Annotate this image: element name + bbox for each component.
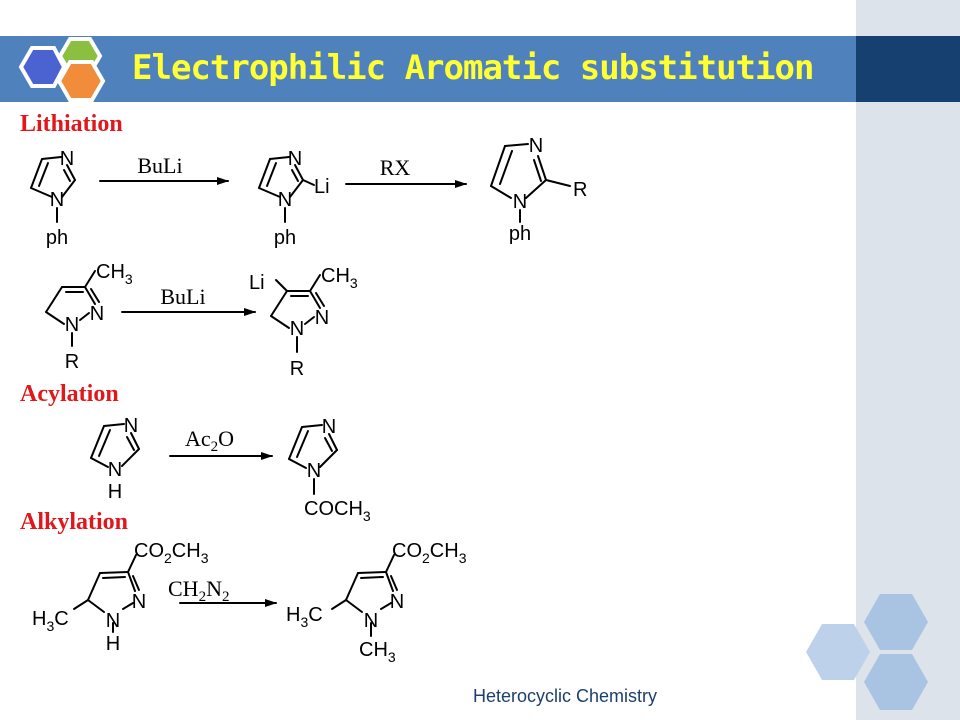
substituent-label: CH3 <box>96 261 133 287</box>
molecule-3-methyl-1-r-pyrazole <box>45 270 100 347</box>
reagent-label: BuLi <box>137 153 182 178</box>
atom-label: N <box>124 415 138 437</box>
atom-label: H <box>106 633 120 655</box>
atom-label: N <box>290 318 304 340</box>
reagent-label: CH2N2 <box>168 576 229 605</box>
molecule-imidazole <box>90 423 140 468</box>
molecule-methyl-5-methylpyrazole-3-carboxylate <box>73 554 140 633</box>
atom-label: N <box>315 307 329 329</box>
atom-label: N <box>65 314 79 336</box>
substituent-label: CH3 <box>359 639 396 665</box>
molecule-n-acetylimidazole <box>288 424 338 495</box>
reagent-label: RX <box>380 155 411 180</box>
header-bar <box>0 36 856 102</box>
atom-label: N <box>108 459 122 481</box>
atom-label: N <box>307 460 321 482</box>
substituent-label: CO2CH3 <box>392 540 467 566</box>
reagent-label: BuLi <box>160 284 205 309</box>
substituent-label: CH3 <box>321 265 358 291</box>
atom-label: N <box>90 303 104 325</box>
hexagon-logo-icon <box>18 37 106 102</box>
molecule-2-alkyl-1-phenylimidazole <box>490 143 571 223</box>
molecule-4-lithio-3-methyl-pyrazole <box>270 274 325 353</box>
atom-label: N <box>288 148 302 170</box>
molecule-n-phenylimidazole <box>30 156 76 223</box>
atom-label: N <box>50 189 64 211</box>
reaction-schemes: N N ph BuLi N N Li ph RX N N R ph CH3 N … <box>30 135 587 665</box>
section-heading-lithiation: Lithiation <box>20 111 123 137</box>
atom-label: N <box>60 148 74 170</box>
page-title: Electrophilic Aromatic substitution <box>132 48 814 88</box>
atom-label: N <box>132 591 146 613</box>
molecule-methyl-1-5-dimethylpyrazole-3-carboxylate <box>331 554 398 637</box>
atom-label: Li <box>314 176 330 198</box>
substituent-label: CO2CH3 <box>134 540 209 566</box>
atom-label: H <box>108 481 122 503</box>
substituent-label: ph <box>274 227 296 249</box>
footer-label: Heterocyclic Chemistry <box>473 686 658 706</box>
substituent-label: R <box>65 351 79 373</box>
substituent-label: H3C <box>32 608 69 634</box>
substituent-label: ph <box>46 227 68 249</box>
substituent-label: ph <box>509 223 531 245</box>
atom-label: N <box>106 610 120 632</box>
reagent-label: Ac2O <box>185 426 234 455</box>
substituent-label: H3C <box>286 604 323 630</box>
atom-label: N <box>364 610 378 632</box>
atom-label: N <box>529 135 543 157</box>
section-heading-acylation: Acylation <box>20 381 119 407</box>
atom-label: Li <box>249 272 265 294</box>
atom-label: N <box>513 191 527 213</box>
section-heading-alkylation: Alkylation <box>20 509 129 535</box>
atom-label: N <box>322 416 336 438</box>
atom-label: N <box>390 591 404 613</box>
substituent-label: COCH3 <box>304 498 371 524</box>
header-bar-dark <box>856 36 960 102</box>
substituent-label: R <box>290 358 304 380</box>
hexagon-decoration-icon <box>806 594 928 710</box>
substituent-label: R <box>573 179 587 201</box>
molecule-2-lithio-1-phenylimidazole <box>258 156 315 223</box>
atom-label: N <box>278 189 292 211</box>
